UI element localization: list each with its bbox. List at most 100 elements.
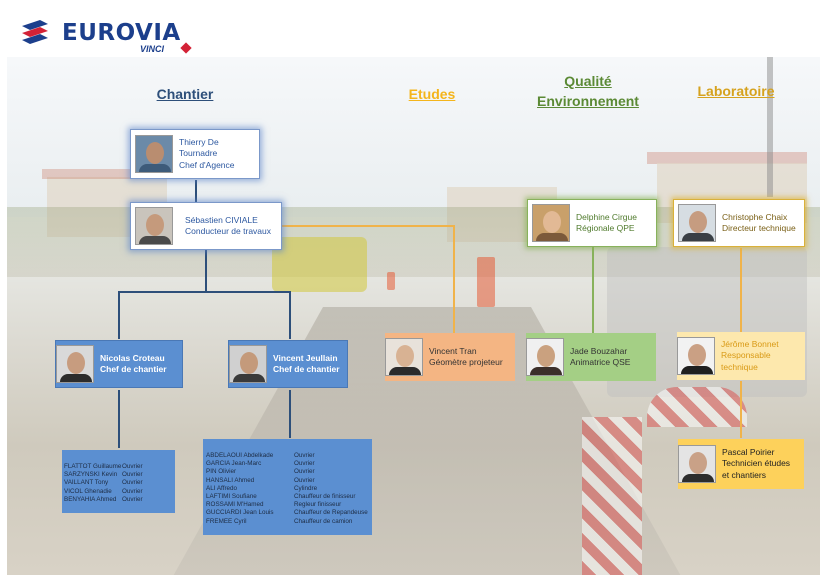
card-delphine: Delphine Cirgue Régionale QPE	[527, 199, 657, 247]
person-role: technique	[721, 361, 758, 372]
team-member-role: Ouvrier	[122, 463, 143, 470]
avatar	[385, 338, 423, 376]
person-name: Jérôme Bonnet	[721, 338, 779, 349]
card-nicolas: Nicolas Croteau Chef de chantier	[55, 340, 183, 388]
person-role: Régionale QPE	[576, 223, 635, 233]
team-row: ABDELAOUI Abdelkade Ouvrier	[206, 452, 372, 460]
team-member-role: Regleur finisseur	[294, 501, 342, 509]
card-christophe: Christophe Chaix Directeur technique	[673, 199, 805, 247]
person-role: Chef de chantier	[100, 364, 167, 374]
avatar	[532, 204, 570, 242]
header-chantier: Chantier	[156, 86, 214, 102]
avatar	[678, 445, 716, 483]
team-member-role: Cylindre	[294, 484, 318, 492]
person-name: Christophe Chaix	[722, 211, 788, 222]
person-name: Thierry De	[179, 136, 219, 147]
team-member-role: Chauffeur de camion	[294, 517, 353, 525]
team-member-name: PIN Olivier	[206, 468, 237, 476]
connector	[118, 291, 290, 293]
avatar	[677, 337, 715, 375]
team-row: FREMEE Cyril Chauffeur de camion	[206, 518, 372, 526]
connector	[740, 248, 742, 332]
connector	[453, 225, 455, 333]
card-vincent-jeullain: Vincent Jeullain Chef de chantier	[228, 340, 348, 388]
person-role: Directeur technique	[722, 223, 796, 233]
connector	[195, 180, 197, 202]
vinci-diamond-icon	[180, 42, 192, 54]
avatar	[678, 204, 716, 242]
avatar	[56, 345, 94, 383]
header-laboratoire: Laboratoire	[697, 83, 775, 99]
header-etudes: Etudes	[408, 86, 456, 102]
team-member-name: GARCIA Jean-Marc	[206, 460, 262, 468]
person-role: Conducteur de travaux	[185, 226, 271, 236]
eurovia-logo-mark-icon	[22, 20, 48, 44]
avatar	[135, 135, 173, 173]
logo-brand: EUROVIA	[62, 20, 181, 46]
header-qualite-1: Qualité	[564, 73, 612, 89]
team-member-name: VAILLANT Tony	[64, 479, 109, 487]
person-name: Vincent Tran	[429, 345, 477, 356]
person-name: Vincent Jeullain	[273, 352, 338, 363]
pole	[767, 57, 773, 197]
team-member-name: FLATTOT Guillaume	[64, 463, 122, 470]
card-jade: Jade Bouzahar Animatrice QSE	[526, 333, 656, 381]
team-row: GUCCIARDI Jean Louis Chauffeur de Repande…	[206, 509, 372, 517]
person-role: Animatrice QSE	[570, 357, 631, 367]
person-name: Jade Bouzahar	[570, 345, 628, 356]
barrier	[647, 387, 747, 427]
team-member-role: Ouvrier	[294, 476, 315, 484]
team-row: GARCIA Jean-Marc Ouvrier	[206, 460, 372, 468]
cone	[477, 257, 495, 307]
connector	[289, 390, 291, 438]
team-member-name: VICOL Ghenadie	[64, 487, 112, 495]
roof	[42, 169, 172, 179]
connector	[289, 291, 291, 339]
team-member-role: Chauffeur de Repandeuse	[294, 509, 368, 517]
eurovia-logo: EUROVIA VINCI	[12, 6, 192, 56]
connector	[740, 381, 742, 438]
team-member-role: Ouvrier	[122, 471, 143, 479]
team-member-name: ABDELAOUI Abdelkade	[206, 452, 274, 459]
person-role: Responsable	[721, 350, 771, 361]
team-member-name: BENYAHIA Ahmed	[64, 495, 117, 503]
team-member-role: Ouvrier	[294, 460, 315, 468]
person-role: Géomètre projeteur	[429, 357, 503, 367]
person-role: Chef de chantier	[273, 364, 340, 374]
team-row: VAILLANT Tony Ouvrier	[64, 479, 175, 487]
team-member-name: ALI Affredo	[206, 484, 238, 492]
team-member-role: Ouvrier	[294, 452, 315, 459]
connector	[118, 390, 120, 448]
logo-sub: VINCI	[140, 44, 165, 54]
person-name: Nicolas Croteau	[100, 352, 165, 363]
card-sebastien: Sébastien CIVIALE Conducteur de travaux	[130, 202, 282, 250]
header-qualite-2: Environnement	[537, 93, 639, 109]
team-row: PIN Olivier Ouvrier	[206, 468, 372, 476]
connector	[282, 225, 454, 227]
team-member-role: Ouvrier	[122, 479, 143, 487]
person-role: Technicien études	[722, 458, 791, 469]
team-member-name: LAFTIMI Soufiane	[206, 493, 257, 501]
team-member-name: FREMEE Cyril	[206, 517, 247, 525]
card-vincent-tran: Vincent Tran Géomètre projeteur	[385, 333, 515, 381]
person-name: Pascal Poirier	[722, 446, 775, 457]
team-member-name: GUCCIARDI Jean Louis	[206, 509, 274, 517]
roller-machine	[272, 237, 367, 292]
card-thierry: Thierry De Tournadre Chef d'Agence	[130, 129, 260, 179]
avatar	[526, 338, 564, 376]
avatar	[229, 345, 267, 383]
team-member-role: Ouvrier	[294, 468, 315, 476]
barrier	[582, 417, 642, 575]
person-role: et chantiers	[722, 469, 766, 480]
connector	[205, 250, 207, 292]
person-name: Sébastien CIVIALE	[185, 214, 258, 225]
